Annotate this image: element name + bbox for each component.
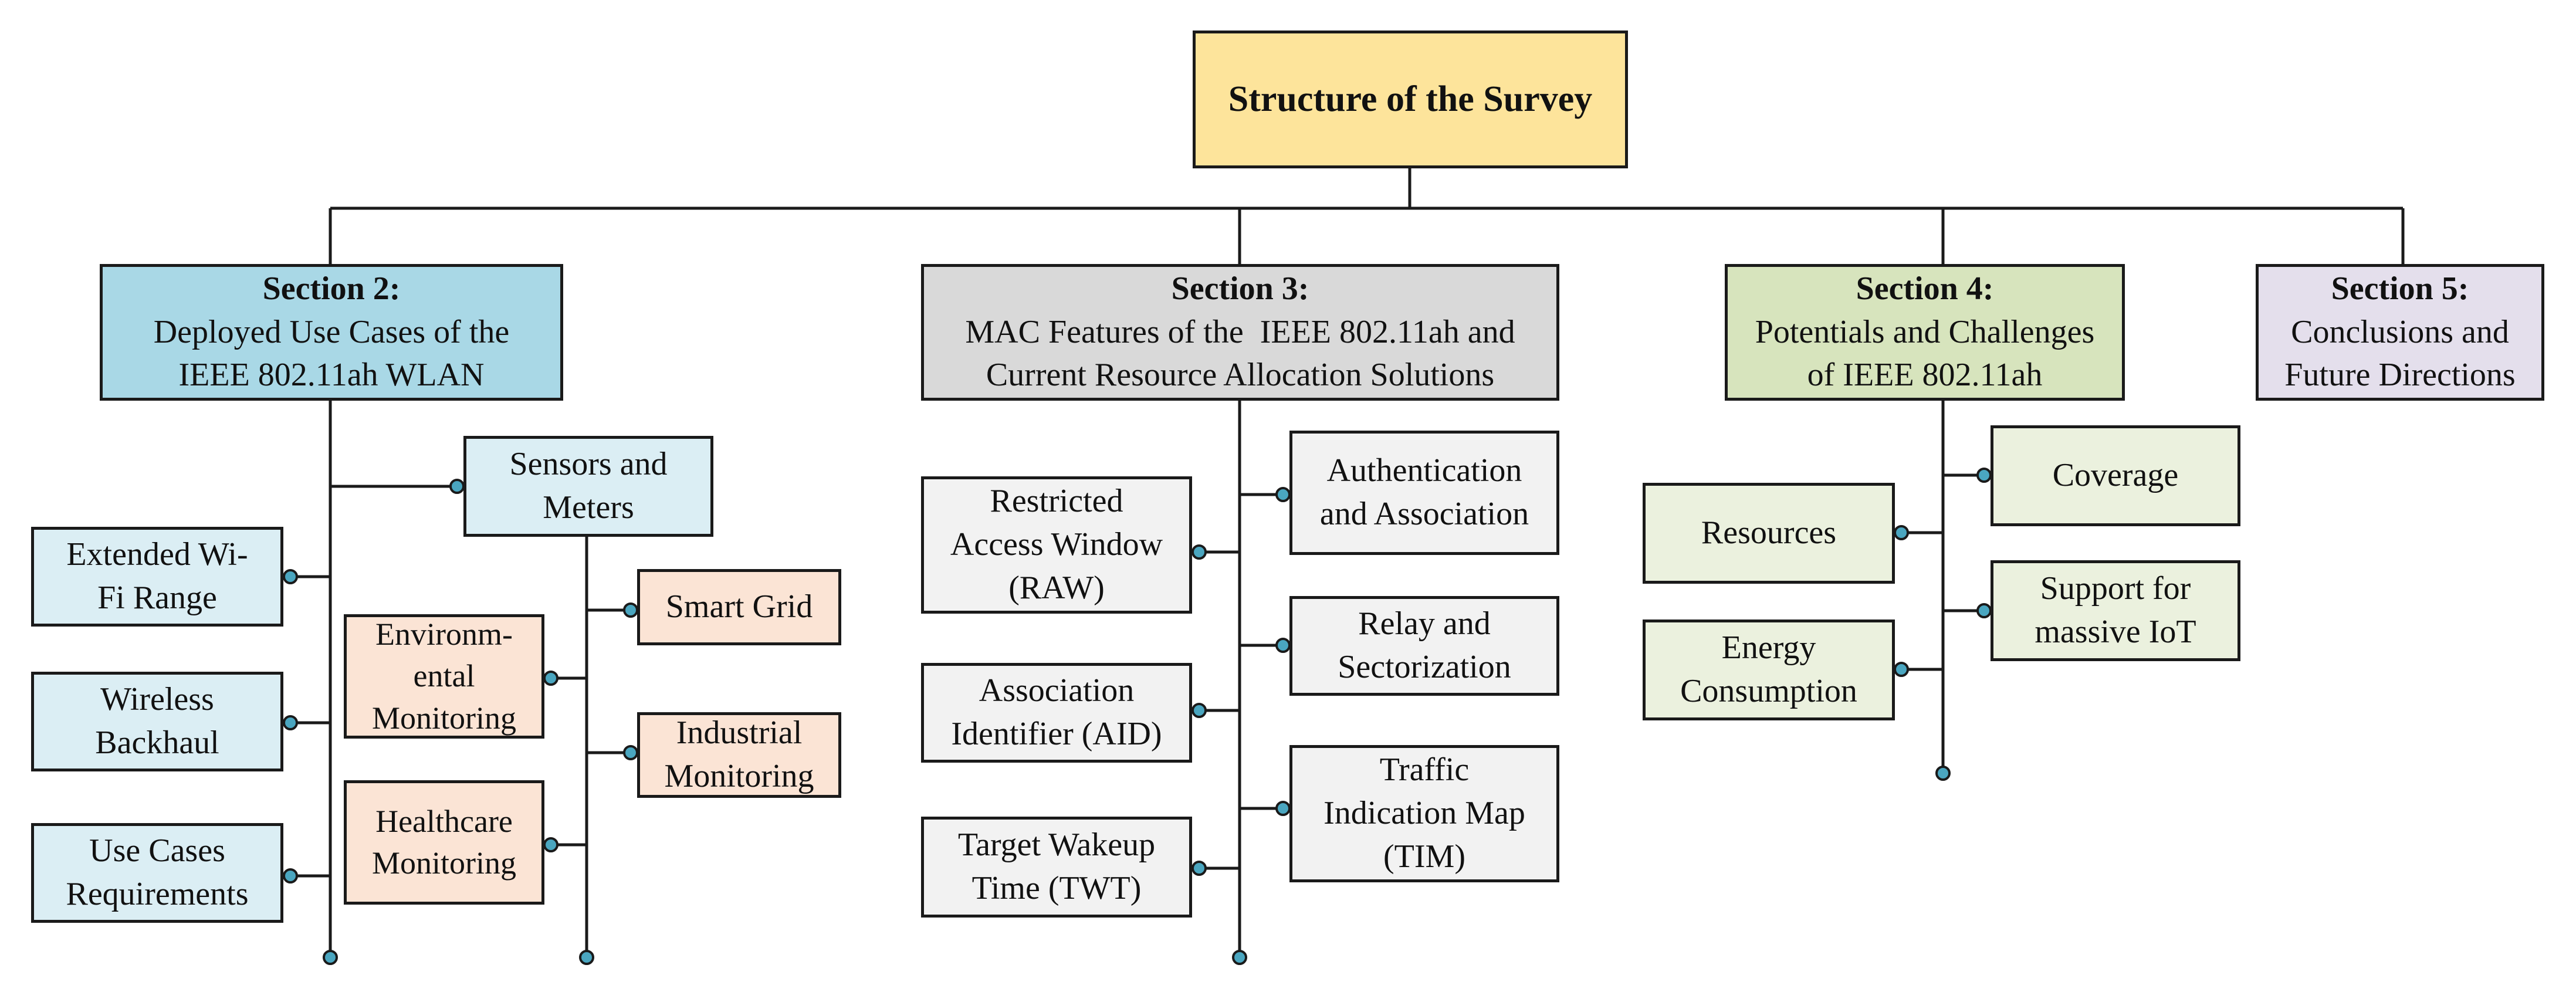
relay-and-sectorization-box: Relay and Sectorization <box>1289 596 1559 696</box>
environmental-monitoring-box: Environm- ental Monitoring <box>344 614 544 739</box>
authentication-and-association-box: Authentication and Association <box>1289 431 1559 555</box>
connector-dot <box>543 837 558 852</box>
extended-wifi-range-line-1: Extended Wi- <box>66 536 248 573</box>
authentication-and-association-line-2: and Association <box>1319 496 1529 532</box>
section-2-box: Section 2: Deployed Use Cases of the IEE… <box>100 264 563 401</box>
connector-dot <box>283 569 298 584</box>
wireless-backhaul-line-1: Wireless <box>100 681 214 718</box>
connector-dot <box>1976 468 1992 483</box>
coverage-line-1: Coverage <box>2052 457 2179 494</box>
restricted-access-window-line-2: Access Window <box>950 526 1163 563</box>
section-2-title: Section 2: <box>262 270 401 307</box>
smart-grid-line-1: Smart Grid <box>665 588 813 625</box>
industrial-monitoring-line-1: Industrial <box>676 715 803 752</box>
connector-dot <box>1976 603 1992 618</box>
support-massive-iot-line-2: massive IoT <box>2035 614 2196 650</box>
connector-dot <box>1275 638 1291 653</box>
traffic-indication-map-line-2: Indication Map <box>1323 795 1525 832</box>
section-5-line-2: Future Directions <box>2284 357 2516 394</box>
resources-line-1: Resources <box>1701 514 1837 551</box>
root-box: Structure of the Survey <box>1193 31 1628 168</box>
connector-dot <box>543 671 558 686</box>
section-2-line-2: IEEE 802.11ah WLAN <box>178 357 485 394</box>
sensors-and-meters-line-2: Meters <box>543 489 634 526</box>
section-3-title: Section 3: <box>1171 270 1309 307</box>
section-4-title: Section 4: <box>1856 270 1994 307</box>
support-massive-iot-box: Support for massive IoT <box>1991 560 2240 661</box>
connector-dot <box>623 745 638 760</box>
target-wakeup-time-line-2: Time (TWT) <box>971 870 1142 906</box>
restricted-access-window-line-1: Restricted <box>990 483 1123 520</box>
section-3-line-2: Current Resource Allocation Solutions <box>986 357 1495 394</box>
connector-dot <box>579 950 594 965</box>
connector-dot <box>449 479 465 494</box>
section-2-line-1: Deployed Use Cases of the <box>153 313 510 350</box>
environmental-monitoring-line-3: Monitoring <box>371 700 516 736</box>
section-4-line-1: Potentials and Challenges <box>1755 313 2095 350</box>
traffic-indication-map-line-1: Traffic <box>1379 752 1470 788</box>
restricted-access-window-box: Restricted Access Window (RAW) <box>921 476 1192 614</box>
resources-box: Resources <box>1643 483 1895 584</box>
target-wakeup-time-line-1: Target Wakeup <box>957 827 1156 864</box>
connector-dot <box>1191 544 1207 560</box>
industrial-monitoring-box: Industrial Monitoring <box>637 712 841 798</box>
traffic-indication-map-box: Traffic Indication Map (TIM) <box>1289 745 1559 882</box>
use-cases-requirements-line-1: Use Cases <box>89 832 225 869</box>
environmental-monitoring-line-2: ental <box>413 658 475 694</box>
healthcare-monitoring-box: Healthcare Monitoring <box>344 780 544 905</box>
connector-dot <box>1275 487 1291 502</box>
environmental-monitoring-line-1: Environm- <box>375 617 513 652</box>
section-4-box: Section 4: Potentials and Challenges of … <box>1725 264 2125 401</box>
coverage-box: Coverage <box>1991 425 2240 526</box>
extended-wifi-range-box: Extended Wi- Fi Range <box>31 527 283 627</box>
association-identifier-line-2: Identifier (AID) <box>951 716 1162 752</box>
wireless-backhaul-box: Wireless Backhaul <box>31 672 283 771</box>
authentication-and-association-line-1: Authentication <box>1326 452 1522 489</box>
root-title: Structure of the Survey <box>1228 79 1593 119</box>
support-massive-iot-line-1: Support for <box>2040 570 2191 607</box>
section-3-box: Section 3: MAC Features of the IEEE 802.… <box>921 264 1559 401</box>
connector-dot <box>323 950 338 965</box>
connector-dot <box>283 715 298 730</box>
traffic-indication-map-line-3: (TIM) <box>1383 838 1465 875</box>
restricted-access-window-line-3: (RAW) <box>1008 569 1105 606</box>
section-5-title: Section 5: <box>2331 270 2469 307</box>
connector-dot <box>1191 861 1207 876</box>
healthcare-monitoring-line-1: Healthcare <box>375 803 513 839</box>
relay-and-sectorization-line-2: Sectorization <box>1338 649 1511 685</box>
connector-dot <box>283 868 298 883</box>
energy-consumption-line-2: Consumption <box>1680 673 1857 709</box>
association-identifier-line-1: Association <box>979 672 1135 709</box>
section-5-line-1: Conclusions and <box>2291 313 2509 350</box>
energy-consumption-box: Energy Consumption <box>1643 620 1895 720</box>
connector-dot <box>1894 662 1909 677</box>
connector-dot <box>1232 950 1247 965</box>
connector-dot <box>1191 703 1207 718</box>
sensors-and-meters-box: Sensors and Meters <box>463 436 713 537</box>
industrial-monitoring-line-2: Monitoring <box>664 758 814 794</box>
wireless-backhaul-line-2: Backhaul <box>95 725 219 761</box>
healthcare-monitoring-line-2: Monitoring <box>371 845 516 881</box>
association-identifier-box: Association Identifier (AID) <box>921 663 1192 763</box>
smart-grid-box: Smart Grid <box>637 569 841 645</box>
connector-dot <box>623 602 638 618</box>
relay-and-sectorization-line-1: Relay and <box>1358 605 1491 642</box>
use-cases-requirements-box: Use Cases Requirements <box>31 823 283 923</box>
extended-wifi-range-line-2: Fi Range <box>97 580 217 616</box>
section-5-box: Section 5: Conclusions and Future Direct… <box>2256 264 2544 401</box>
target-wakeup-time-box: Target Wakeup Time (TWT) <box>921 817 1192 918</box>
energy-consumption-line-1: Energy <box>1721 629 1816 666</box>
connector-dot <box>1894 525 1909 540</box>
connector-dot <box>1935 766 1951 781</box>
sensors-and-meters-line-1: Sensors and <box>509 446 668 483</box>
section-4-line-2: of IEEE 802.11ah <box>1807 357 2043 394</box>
connector-dot <box>1275 801 1291 816</box>
use-cases-requirements-line-2: Requirements <box>66 876 249 912</box>
section-3-line-1: MAC Features of the IEEE 802.11ah and <box>965 313 1515 350</box>
